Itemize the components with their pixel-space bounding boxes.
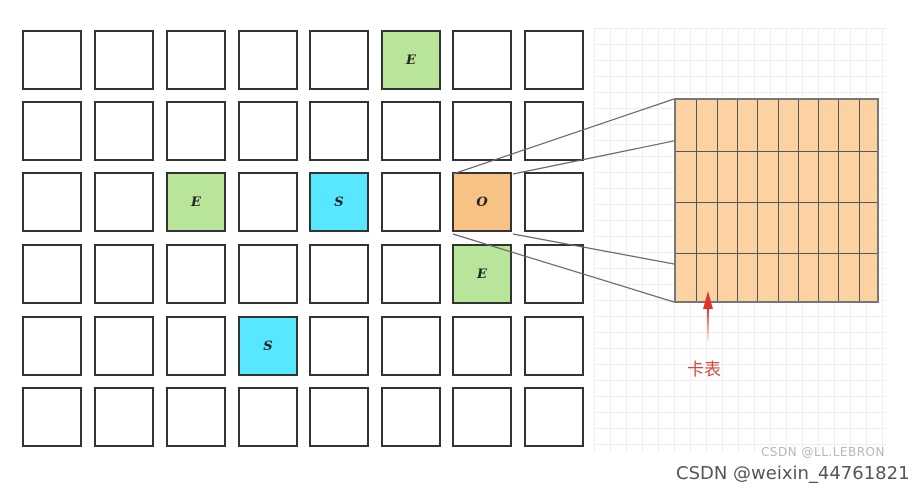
card-table-column-line: [777, 100, 779, 301]
memory-cell-s: S: [238, 316, 298, 376]
card-table-row-line: [676, 253, 877, 254]
memory-cell: [22, 30, 82, 90]
memory-cell: [381, 316, 441, 376]
memory-cell-label: E: [477, 266, 487, 282]
watermark-small: CSDN @LL.LEBRON: [761, 445, 885, 459]
memory-cell: [381, 172, 441, 232]
memory-cell: [524, 172, 584, 232]
card-table-column-line: [797, 100, 799, 301]
memory-cell: [524, 316, 584, 376]
card-table-column-line: [696, 100, 698, 301]
memory-cell: [238, 387, 298, 447]
memory-cell: [238, 30, 298, 90]
memory-cell: [94, 387, 154, 447]
memory-cell: [94, 172, 154, 232]
card-table-row-line: [676, 151, 877, 152]
memory-cell: [309, 30, 369, 90]
watermark-large: CSDN @weixin_44761821: [676, 463, 910, 484]
memory-cell: [381, 244, 441, 304]
memory-cell: [309, 316, 369, 376]
memory-cell: [309, 387, 369, 447]
memory-cell-e: E: [452, 244, 512, 304]
memory-cell: [238, 101, 298, 161]
card-table-column-line: [838, 100, 840, 301]
memory-cell-label: O: [476, 194, 488, 210]
memory-cell: [238, 244, 298, 304]
memory-cell-label: E: [406, 52, 416, 68]
card-table-column-line: [757, 100, 759, 301]
memory-cell: [166, 30, 226, 90]
memory-cell: [94, 316, 154, 376]
card-table-column-line: [736, 100, 738, 301]
card-table-row-line: [676, 202, 877, 203]
memory-cell: [452, 316, 512, 376]
memory-cell-e: E: [166, 172, 226, 232]
memory-cell: [94, 101, 154, 161]
memory-cell: [381, 387, 441, 447]
memory-cell: [524, 387, 584, 447]
memory-cell: [524, 30, 584, 90]
memory-cell: [452, 30, 512, 90]
memory-cell: [524, 101, 584, 161]
memory-cell-e: E: [381, 30, 441, 90]
memory-cell: [452, 387, 512, 447]
red-arrow-icon: [703, 291, 713, 343]
memory-cell: [22, 244, 82, 304]
card-table-column-line: [716, 100, 718, 301]
memory-cell: [452, 101, 512, 161]
memory-cell: [166, 101, 226, 161]
card-table-column-line: [818, 100, 820, 301]
card-table-zoom: [674, 98, 879, 303]
memory-cell: [166, 244, 226, 304]
memory-cell-label: S: [334, 194, 344, 210]
memory-cell: [309, 244, 369, 304]
memory-cell: [94, 30, 154, 90]
memory-cell: [22, 172, 82, 232]
memory-cell-o: O: [452, 172, 512, 232]
memory-cell: [22, 101, 82, 161]
memory-cell: [524, 244, 584, 304]
memory-cell-label: S: [263, 338, 273, 354]
memory-cell: [22, 387, 82, 447]
memory-cell-s: S: [309, 172, 369, 232]
memory-cell: [94, 244, 154, 304]
memory-cell: [166, 316, 226, 376]
memory-cell: [309, 101, 369, 161]
card-table-column-line: [858, 100, 860, 301]
memory-cell: [22, 316, 82, 376]
card-table-label: 卡表: [687, 360, 721, 380]
memory-cell-label: E: [191, 194, 201, 210]
memory-cell: [381, 101, 441, 161]
memory-cell: [238, 172, 298, 232]
memory-cell: [166, 387, 226, 447]
